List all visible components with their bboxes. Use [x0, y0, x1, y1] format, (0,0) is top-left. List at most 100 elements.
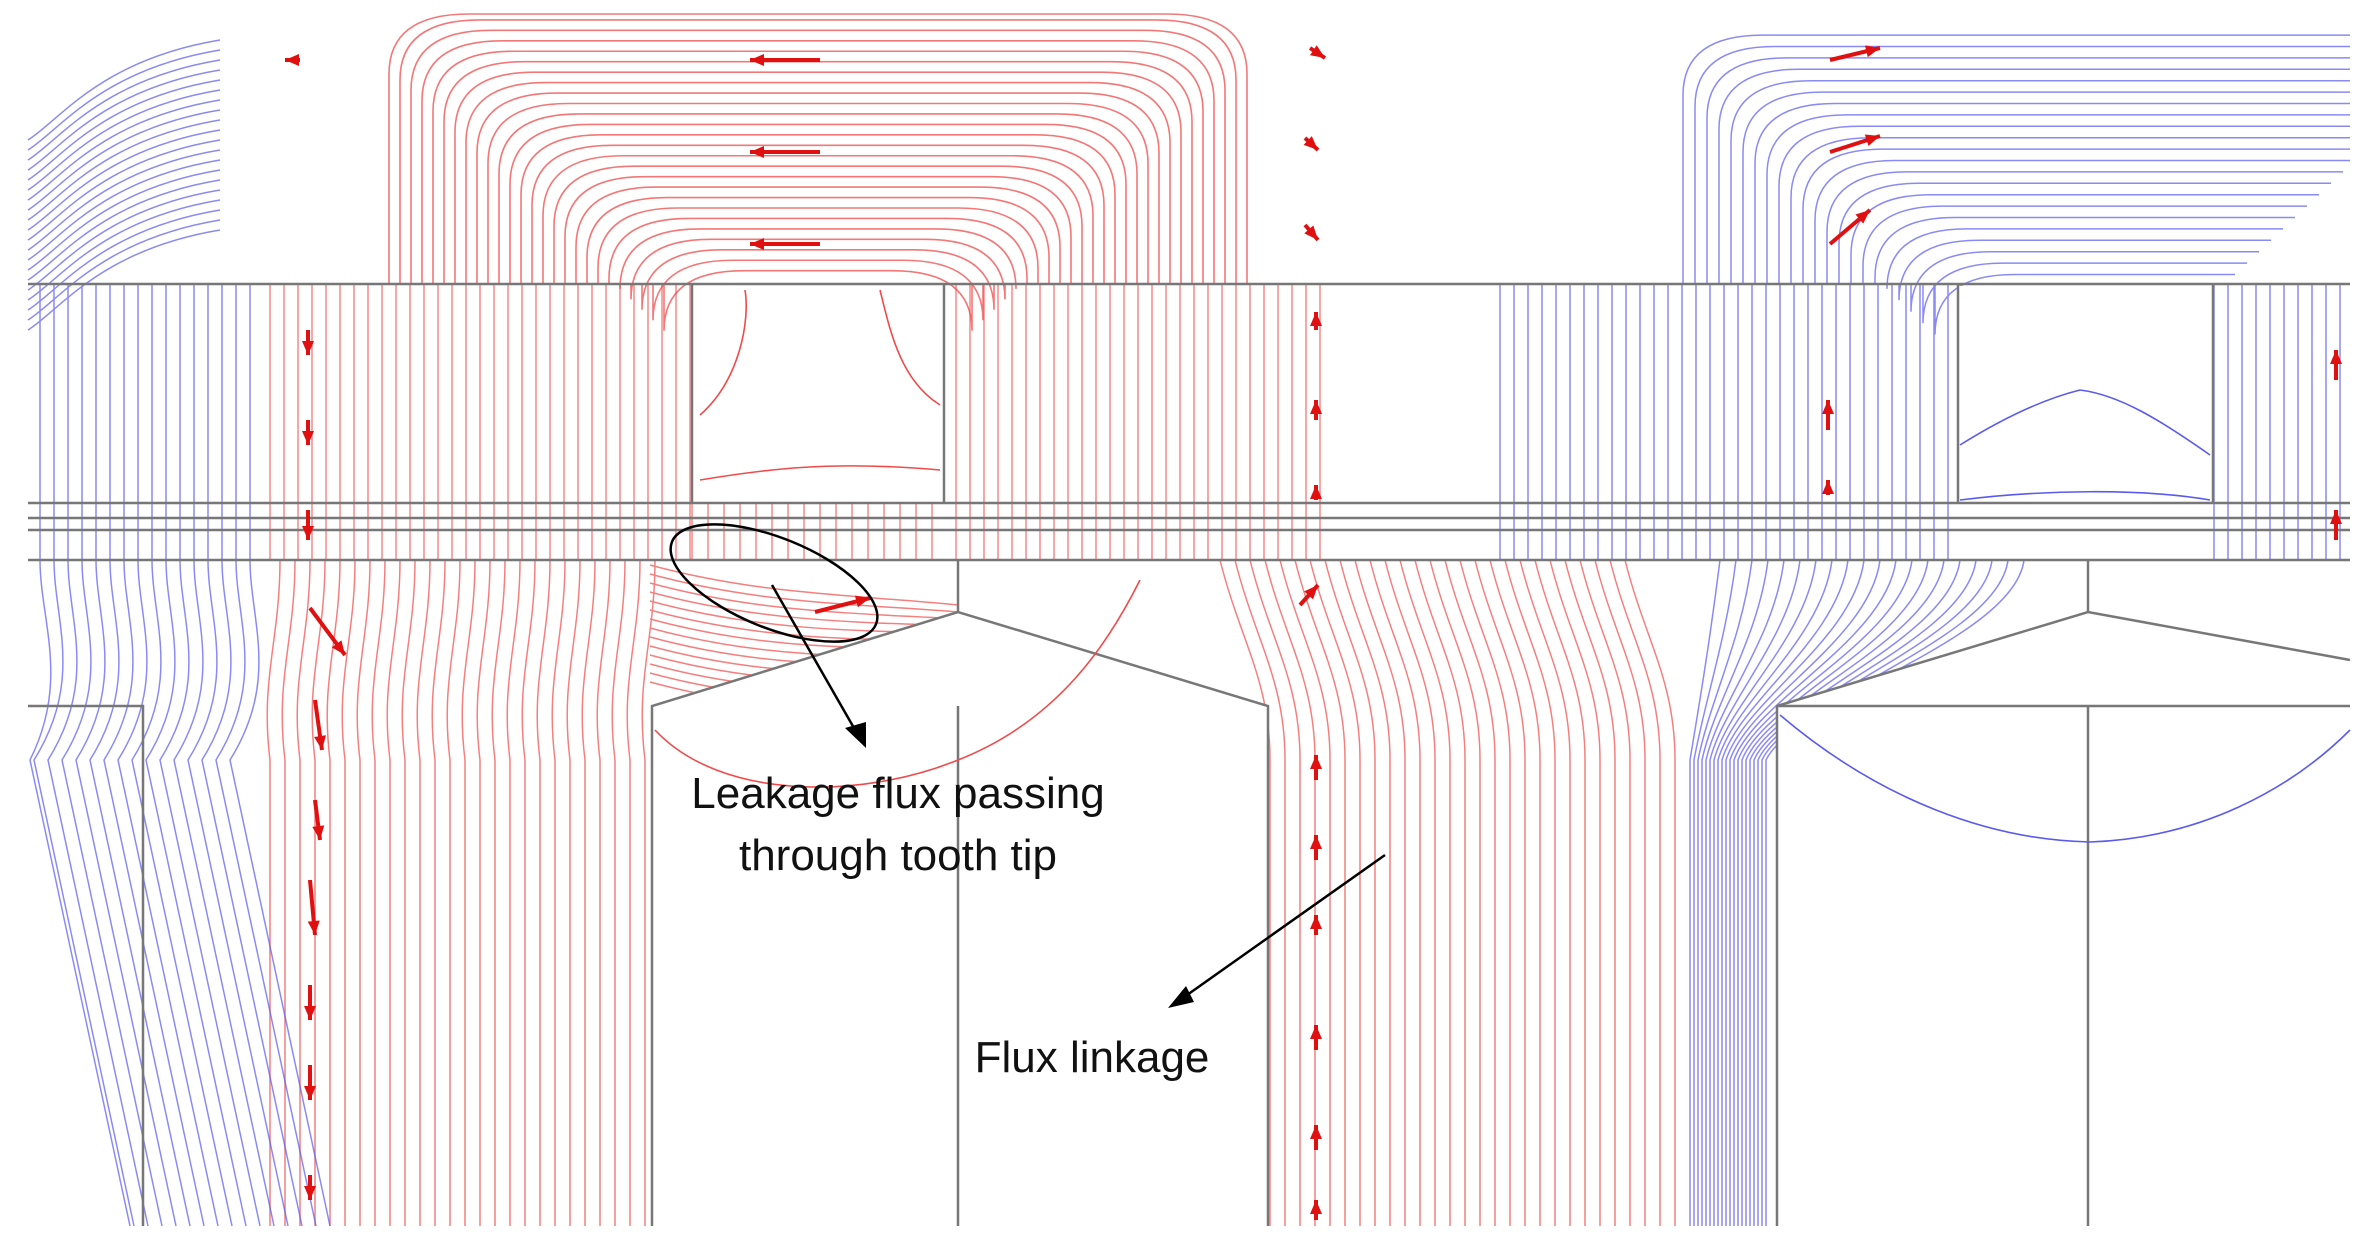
flux-arrow-head: [1304, 585, 1318, 600]
flux-line-red-loop: [476, 92, 1160, 284]
flux-line-blue-left: [27, 39, 221, 141]
flux-line-red-tooth: [1519, 559, 1571, 1226]
slot-left: [692, 286, 944, 504]
flux-line-blue-tooth: [1729, 559, 1881, 1226]
flux-arrow-head: [302, 341, 314, 355]
flux-line-red-tooth: [1384, 559, 1436, 1226]
flux-arrow-head: [1304, 225, 1318, 240]
flux-line-red-loop: [520, 134, 1116, 284]
flux-line-red-tooth: [461, 559, 476, 1226]
flux-line-blue-tooth: [1741, 559, 1929, 1226]
flux-line-blue-left: [27, 49, 221, 151]
flux-line-blue-loop: [1826, 171, 2343, 284]
leakage-region-ellipse: [669, 523, 879, 643]
flux-line-blue-left: [187, 284, 289, 1227]
flux-line-red-tooth: [649, 564, 959, 606]
flux-line-red-loop: [531, 144, 1105, 284]
flux-line-blue-tooth: [1753, 559, 1977, 1226]
flux-arrow-head: [314, 735, 327, 750]
flux-line-red-tooth: [551, 559, 566, 1226]
flux-line-red-tooth: [649, 573, 959, 613]
flux-arrow-head: [1303, 136, 1318, 150]
flux-line-blue-left: [27, 59, 221, 161]
flux-line-blue-left: [27, 69, 221, 171]
flux-line-red-tooth: [1279, 559, 1331, 1226]
flux-line-blue-left: [27, 109, 221, 211]
flux-line-blue-loop: [1874, 216, 2295, 284]
flux-line-blue-left: [173, 284, 275, 1227]
flux-line-red-loop: [498, 113, 1138, 284]
flux-arrow-head: [1310, 835, 1322, 849]
flux-lines-blue: [27, 34, 2350, 1227]
flux-line-red-tooth: [1444, 559, 1496, 1226]
flux-lines-red-tooth-arc: [654, 579, 1141, 788]
leakage-pointer-arrowhead: [845, 722, 866, 748]
flux-arrow-head: [1310, 755, 1322, 769]
flux-line-red-tooth: [1609, 559, 1661, 1226]
flux-line-red-tooth: [1324, 559, 1376, 1226]
flux-line-red-tooth: [626, 559, 641, 1226]
flux-line-red-tooth: [1219, 559, 1271, 1226]
flux-line-red-loop: [432, 50, 1204, 284]
flux-line-blue-loop: [1706, 57, 2350, 284]
flux-line-red-tooth: [1354, 559, 1406, 1226]
flux-arrow-head: [1310, 485, 1322, 499]
flux-line-blue-left: [27, 99, 221, 201]
flux-line-blue-left: [117, 284, 219, 1227]
flux-line-blue-left: [29, 284, 131, 1227]
flux-arrow-head: [1864, 134, 1880, 146]
flux-line-blue-loop: [1766, 114, 2350, 284]
flux-line-red-tooth: [581, 559, 596, 1226]
flux-line-red-loop: [454, 71, 1182, 284]
flux-arrow-head: [2330, 510, 2342, 524]
flux-line-blue-loop: [1850, 193, 2319, 284]
flux-arrow-head: [302, 431, 314, 445]
flux-line-blue-loop: [1802, 148, 2350, 284]
flux-line-blue-loop: [1886, 228, 2283, 289]
flux-line-blue-left: [27, 189, 221, 291]
flux-line-blue-loop: [1682, 34, 2350, 284]
flux-arrow-head: [1822, 480, 1834, 494]
flux-line-blue-loop: [1730, 79, 2350, 284]
flux-line-red-loop: [421, 40, 1215, 284]
flux-line-blue-tooth: [1709, 559, 1801, 1226]
flux-line-red-tooth: [1504, 559, 1556, 1226]
flux-line-blue-tooth: [1721, 559, 1849, 1226]
flux-line-red-tooth: [446, 559, 461, 1226]
flux-line-blue-tooth: [1737, 559, 1913, 1226]
leakage-label-line-1: Leakage flux passing: [691, 769, 1104, 818]
flux-arrow-head: [304, 1006, 316, 1020]
flux-line-blue-loop: [1790, 136, 2350, 284]
flux-arrow-head: [302, 526, 314, 540]
flux-line-blue-left: [33, 284, 135, 1227]
flux-line-blue-left: [27, 79, 221, 181]
flux-line-blue-loop: [1922, 262, 2247, 324]
flux-line-blue-left: [103, 284, 205, 1227]
flux-line-red-tooth: [1234, 559, 1286, 1226]
flux-line-blue-loop: [1838, 182, 2331, 284]
flux-line-red-tooth: [491, 559, 506, 1226]
flux-arrow-head: [304, 1186, 316, 1200]
flux-line-red-tooth: [1564, 559, 1616, 1226]
flux-line-red-loop: [630, 238, 1006, 300]
flux-line-blue-tooth: [1761, 559, 2009, 1226]
flux-line-blue-left: [131, 284, 233, 1227]
flux-line-blue-tooth: [1697, 559, 1753, 1226]
flux-arrow-head: [1310, 45, 1325, 58]
flux-line-blue-left: [61, 284, 163, 1227]
flux-line-red-loop: [608, 217, 1028, 284]
slot-left-contour: [699, 289, 941, 481]
slot-right: [1958, 286, 2213, 498]
flux-line-blue-left: [27, 149, 221, 251]
machine-outline: [28, 282, 2351, 1226]
leakage-pointer-line: [770, 584, 860, 736]
flux-arrow-head: [854, 595, 870, 608]
flux-line-blue-tooth: [1705, 559, 1785, 1226]
flux-line-blue-tooth: [1689, 559, 1721, 1226]
flux-line-red-tooth: [1534, 559, 1586, 1226]
flux-line-red-loop: [465, 81, 1171, 284]
flux-line-red-tooth: [566, 559, 581, 1226]
flux-arrow-head: [1822, 400, 1834, 414]
flux-line-red-loop: [586, 196, 1050, 284]
flux-line-blue-loop: [1778, 125, 2350, 284]
